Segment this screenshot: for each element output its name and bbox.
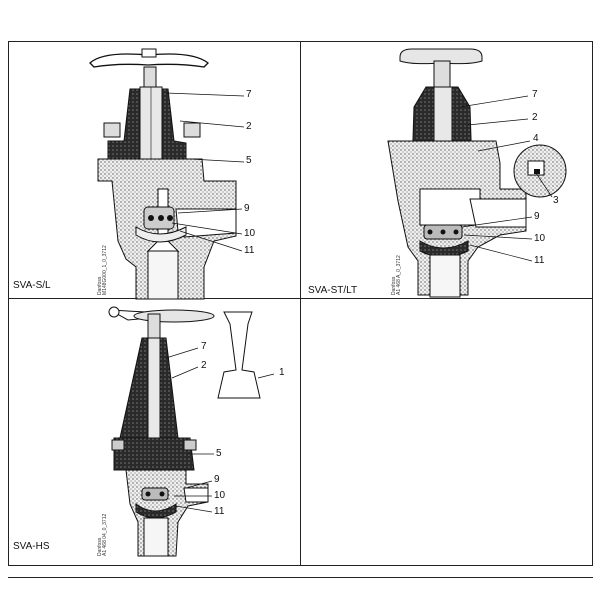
callout-11: 11 [214,506,225,517]
callout-1: 1 [279,367,285,378]
callout-7: 7 [201,341,207,352]
sva-st-lt-drawing [387,48,567,298]
callout-10: 10 [534,233,546,244]
callout-9: 9 [244,203,250,214]
panel-label: SVA-ST/LT [308,285,358,296]
callout-3: 3 [553,195,559,206]
sva-hs-drawing [108,306,275,557]
callout-7: 7 [532,89,538,100]
callout-11: 11 [534,255,545,266]
bottom-rule [8,577,593,578]
panel-divider-vertical [300,41,301,566]
callout-10: 10 [244,228,256,239]
panel-label: SVA-HS [13,541,50,552]
callout-2: 2 [246,121,252,132]
callout-11: 11 [244,245,255,256]
sva-s-l-drawing [89,48,245,300]
callout-9: 9 [214,474,220,485]
callout-2: 2 [532,112,538,123]
callout-10: 10 [214,490,226,501]
callout-2: 2 [201,360,207,371]
callout-5: 5 [246,155,252,166]
panel-empty [301,299,593,566]
panel-label: SVA-S/L [13,280,51,291]
panel-divider-horizontal [8,298,593,299]
callout-9: 9 [534,211,540,222]
callout-4: 4 [533,133,539,144]
callout-7: 7 [246,89,252,100]
callout-5: 5 [216,448,222,459]
